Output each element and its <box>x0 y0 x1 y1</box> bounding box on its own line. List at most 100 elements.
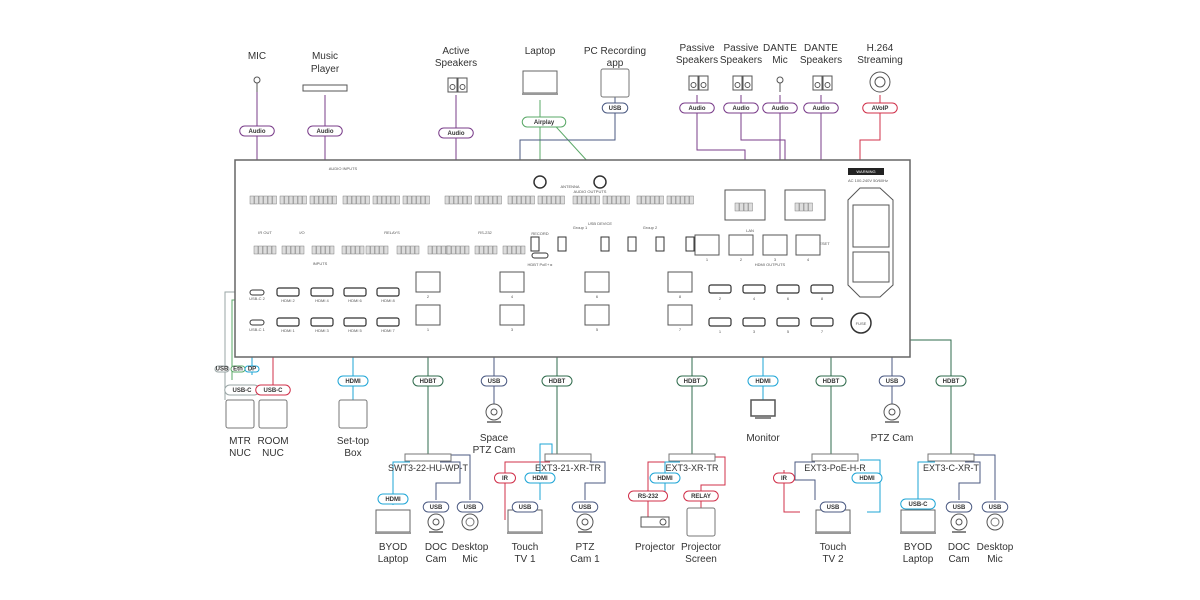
terminal-pin <box>379 245 384 255</box>
terminal-pin <box>460 245 465 255</box>
terminal-pin <box>254 195 259 205</box>
wire-red <box>504 461 550 520</box>
device-label: Monitor <box>746 433 780 444</box>
badge-label: USB <box>464 505 477 511</box>
terminal-pin <box>279 195 285 205</box>
settop-box-icon <box>338 399 368 429</box>
extender-model: EXT3-XR-TR <box>665 463 719 473</box>
usb-device-port <box>530 236 540 252</box>
badge-label: Audio <box>448 131 465 137</box>
device-label: ROOM <box>257 436 288 447</box>
terminal-pin <box>365 195 370 205</box>
usb-device-port <box>655 236 665 252</box>
terminal-pin <box>284 195 289 205</box>
panel-label: IR OUT <box>258 230 272 235</box>
terminal-pin <box>258 245 263 255</box>
port-label: 5 <box>596 327 599 332</box>
port-label: 7 <box>679 327 682 332</box>
wire-audio <box>740 95 786 170</box>
terminal-pin <box>488 195 493 205</box>
port-label: 5 <box>787 329 790 334</box>
terminal-pin <box>462 195 468 205</box>
terminal-pin <box>446 245 452 255</box>
device-label: Speakers <box>435 58 477 69</box>
usb-device-port <box>557 236 567 252</box>
hdmi-input-port <box>276 317 300 327</box>
terminal-pin <box>414 245 420 255</box>
projector-icon <box>640 516 670 528</box>
port-label: 7 <box>821 329 824 334</box>
terminal-pin <box>743 202 749 212</box>
terminal-pin <box>411 195 417 205</box>
hdmi-input-port <box>276 287 300 297</box>
device-label: TV 1 <box>514 554 536 565</box>
terminal-pin <box>383 245 389 255</box>
panel-label: AC 100-240V 50/60Hz <box>848 178 888 183</box>
terminal-pin <box>455 245 461 255</box>
warning-sticker <box>848 168 884 175</box>
terminal-pin <box>474 245 480 255</box>
terminal-pin <box>671 195 676 205</box>
lan-port <box>694 234 720 256</box>
terminal-pin <box>512 195 517 205</box>
hdmi-output-port <box>742 284 766 294</box>
wire-usb <box>435 461 461 500</box>
badge-hdmi: HDMI <box>649 472 681 484</box>
port-label: 2 <box>719 296 722 301</box>
badge-usb-c: USB-C <box>255 384 291 396</box>
terminal-pin <box>620 195 626 205</box>
lan-port <box>728 234 754 256</box>
terminal-pin <box>370 245 375 255</box>
badge-label: Audio <box>249 129 266 135</box>
terminal-pin <box>323 195 328 205</box>
terminal-pin <box>288 195 294 205</box>
badge-relay: RELAY <box>683 490 719 502</box>
power-switch <box>852 204 890 248</box>
power-inlet <box>852 251 890 283</box>
terminal-pin <box>492 245 498 255</box>
terminal-pin <box>675 195 681 205</box>
terminal-pin <box>467 195 472 205</box>
camera-icon <box>485 403 503 423</box>
badge-label: Audio <box>772 106 789 112</box>
badge-audio: Audio <box>723 102 759 114</box>
terminal-pin <box>572 195 578 205</box>
badge-label: USB-C <box>233 388 253 394</box>
device-label: Box <box>344 448 361 459</box>
terminal-pin <box>302 195 307 205</box>
port-label: 1 <box>427 327 430 332</box>
badge-label: HDMI <box>345 379 361 385</box>
wire-usb <box>958 461 981 500</box>
badge-label: Eth <box>233 367 243 373</box>
badge-label: RS-232 <box>638 494 659 500</box>
terminal-pin <box>502 245 508 255</box>
panel-label: Group 1 <box>573 225 588 230</box>
terminal-pin <box>342 195 348 205</box>
terminal-pin <box>483 245 489 255</box>
port-label: HDMI 3 <box>315 328 329 333</box>
panel-label: LAN <box>746 228 754 233</box>
hdbt-port <box>415 304 441 326</box>
badge-label: Audio <box>689 106 706 112</box>
extender-model: SWT3-22-HU-WP-T <box>388 463 468 473</box>
terminal-pin <box>432 245 437 255</box>
terminal-pin <box>645 195 651 205</box>
terminal-pin <box>350 245 356 255</box>
badge-usb: USB <box>214 365 230 373</box>
port-label: 2 <box>740 257 743 262</box>
port-label: 8 <box>821 296 824 301</box>
badge-label: HDBT <box>420 379 437 385</box>
terminal-pin <box>441 245 446 255</box>
port-label: HDMI 7 <box>381 328 395 333</box>
terminal-pin <box>416 195 421 205</box>
wire-usb <box>970 454 996 500</box>
extender-model: EXT3-C-XR-T <box>923 463 980 473</box>
lan-port <box>762 234 788 256</box>
panel-label: Group 2 <box>643 225 658 230</box>
port-label: HDMI 5 <box>348 328 362 333</box>
badge-ir: IR <box>494 472 516 484</box>
terminal-pin <box>537 195 543 205</box>
terminal-pin <box>458 195 463 205</box>
desktop-mic-icon <box>986 513 1004 531</box>
port-label: HDMI 4 <box>315 298 329 303</box>
